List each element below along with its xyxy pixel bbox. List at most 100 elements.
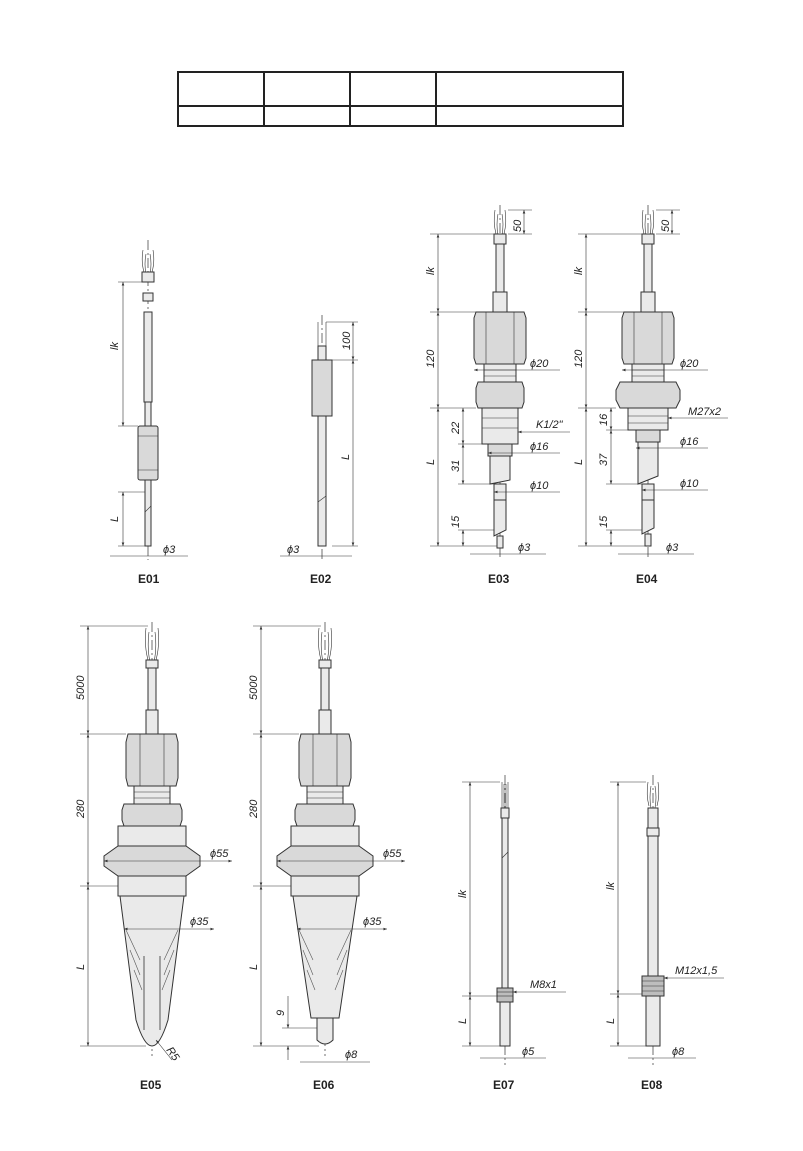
probe-sheath — [499, 1001, 511, 1047]
header-table-cell — [435, 105, 624, 127]
probe-body — [311, 359, 333, 417]
cable — [147, 667, 157, 711]
dim-length: 100 — [341, 331, 353, 350]
dim-length: 120 — [573, 349, 585, 368]
hex-fitting — [615, 381, 681, 409]
cable — [643, 243, 653, 293]
probe-body — [137, 425, 159, 481]
variant-label: E03 — [488, 572, 510, 586]
variant-label: E07 — [493, 1078, 515, 1092]
probe-tip — [644, 533, 652, 547]
probe-shaft — [641, 483, 655, 501]
hex-fitting — [475, 381, 525, 409]
dim-diameter: ϕ55 — [210, 848, 229, 860]
variant-e07: lk M8x1 L ϕ5 E07 — [457, 775, 566, 1092]
flange — [117, 825, 187, 847]
thread-neck — [631, 363, 665, 383]
flange — [290, 825, 360, 847]
dim-length: 16 — [598, 413, 610, 426]
variant-e02: 100 L ϕ3 E02 — [280, 315, 358, 586]
probe-tip — [316, 1017, 334, 1045]
dim-diameter: ϕ3 — [163, 544, 176, 556]
dim-lk: lk — [425, 267, 437, 275]
dim-diameter: ϕ3 — [518, 542, 531, 554]
wire-sleeve — [317, 345, 327, 361]
header-table-cell — [349, 105, 437, 127]
dim-length: 120 — [425, 349, 437, 368]
dim-l: L — [248, 964, 260, 970]
dim-thread: M27x2 — [688, 406, 721, 418]
probe-shaft — [641, 499, 655, 535]
variant-e05: 5000 280 ϕ55 ϕ35 L R5 E05 — [75, 622, 232, 1092]
cable — [144, 401, 152, 427]
dim-lk: lk — [605, 882, 617, 890]
header-table-cell — [263, 105, 351, 127]
dim-length: 280 — [75, 799, 87, 819]
thread-neck — [483, 363, 517, 383]
cable — [320, 667, 330, 711]
dim-length: 5000 — [75, 675, 87, 700]
hex-fitting — [294, 803, 356, 827]
header-table — [177, 71, 624, 127]
cable-gland — [145, 709, 159, 735]
variant-label: E08 — [641, 1078, 663, 1092]
wire-sleeve — [318, 659, 332, 669]
header-table-cell — [177, 105, 265, 127]
header-table-cell — [349, 71, 437, 107]
cable — [143, 311, 153, 403]
probe-shaft — [637, 441, 659, 485]
cone-body — [292, 895, 358, 1019]
probe-sheath — [317, 415, 327, 547]
wire-sleeve — [493, 233, 507, 245]
probe-shaft — [489, 455, 511, 485]
probe-tip — [496, 535, 504, 549]
dim-length: 15 — [598, 515, 610, 528]
dim-length: 9 — [275, 1010, 287, 1016]
dim-length: 280 — [248, 799, 260, 819]
cable-gland — [492, 291, 508, 313]
variant-label: E01 — [138, 572, 160, 586]
thread-m8 — [496, 987, 514, 1003]
cable-gland — [640, 291, 656, 313]
dim-length: 5000 — [248, 675, 260, 700]
cable — [647, 807, 659, 829]
dim-diameter: ϕ16 — [680, 436, 699, 448]
header-table-cell — [435, 71, 624, 107]
hex-fitting — [121, 803, 183, 827]
variant-e04: 50 lk 120 ϕ20 16 M27x2 L ϕ16 37 ϕ10 15 ϕ… — [573, 205, 728, 586]
dim-length: 22 — [450, 422, 462, 435]
dim-length: 31 — [450, 460, 462, 472]
dim-l: L — [573, 459, 585, 465]
wire-leads-icon — [646, 781, 660, 809]
variant-label: E04 — [636, 572, 658, 586]
variant-e08: lk M12x1,5 L ϕ8 E08 — [605, 775, 724, 1092]
wire-sleeve — [641, 233, 655, 245]
dim-diameter: ϕ35 — [190, 916, 209, 928]
hex-nut — [621, 311, 675, 365]
dim-lk: lk — [457, 890, 469, 898]
wire-sleeve — [142, 292, 154, 302]
hex-nut — [473, 311, 527, 365]
dim-lk: lk — [109, 342, 121, 350]
probe-sheath — [645, 995, 661, 1047]
hex-nut — [298, 733, 352, 787]
dim-length: 37 — [598, 453, 610, 466]
variant-e01: lk L ϕ3 E01 — [109, 240, 188, 586]
dim-length: 15 — [450, 515, 462, 528]
variant-e03: 50 lk 120 ϕ20 22 K1/2" L ϕ16 31 ϕ10 15 ϕ… — [425, 205, 570, 586]
dim-thread: M8x1 — [530, 979, 557, 991]
dim-l: L — [75, 964, 87, 970]
dim-diameter: ϕ10 — [530, 480, 549, 492]
variant-label: E06 — [313, 1078, 335, 1092]
thread-neck — [306, 785, 344, 805]
probe-sheath — [144, 479, 152, 547]
dim-radius: R5 — [164, 1045, 182, 1064]
cable — [495, 243, 505, 293]
dim-l: L — [425, 459, 437, 465]
dim-thread: M12x1,5 — [675, 965, 718, 977]
dim-diameter: ϕ8 — [345, 1049, 358, 1061]
dim-lk: lk — [573, 267, 585, 275]
dim-length: 50 — [660, 219, 672, 232]
header-table-row — [177, 71, 624, 107]
